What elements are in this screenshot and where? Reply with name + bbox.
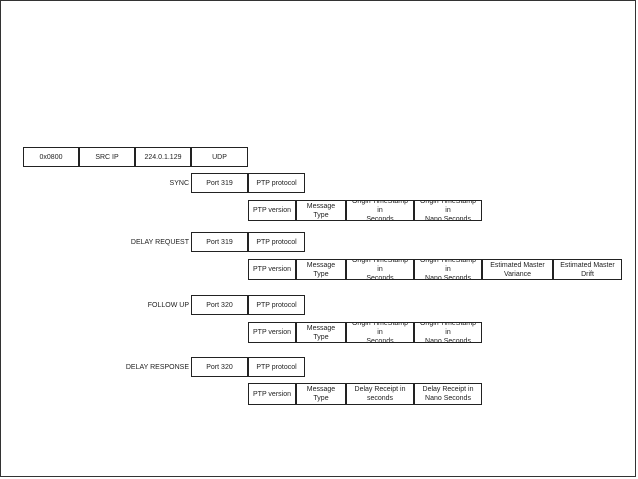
sync-message-type-cell: Message Type (296, 200, 346, 221)
delay-request-port-cell: Port 319 (191, 232, 248, 252)
dst-ip-cell: 224.0.1.129 (135, 147, 191, 167)
sync-port-cell: Port 319 (191, 173, 248, 193)
follow-up-ptp-version-cell: PTP version (248, 322, 296, 343)
delay-request-master-drift-cell: Estimated Master Drift (553, 259, 622, 280)
sync-label: SYNC (169, 180, 189, 187)
delay-response-message-type-cell: Message Type (296, 383, 346, 405)
follow-up-message-type-cell: Message Type (296, 322, 346, 343)
delay-response-receipt-seconds-cell: Delay Receipt in seconds (346, 383, 414, 405)
sync-origin-nanoseconds-cell: Origin TimeStamp in Nano Seconds (414, 200, 482, 221)
delay-request-protocol-cell: PTP protocol (248, 232, 305, 252)
sync-origin-seconds-cell: Origin TimeStamp in Seconds (346, 200, 414, 221)
sync-ptp-version-cell: PTP version (248, 200, 296, 221)
delay-request-label: DELAY REQUEST (130, 239, 189, 246)
follow-up-port-cell: Port 320 (191, 295, 248, 315)
delay-request-origin-nanoseconds-cell: Origin TimeStamp in Nano Seconds (414, 259, 482, 280)
follow-up-origin-seconds-cell: Origin TimeStamp in Seconds (346, 322, 414, 343)
delay-request-ptp-version-cell: PTP version (248, 259, 296, 280)
sync-protocol-cell: PTP protocol (248, 173, 305, 193)
follow-up-label: FOLLOW UP (147, 302, 189, 309)
udp-cell: UDP (191, 147, 248, 167)
src-ip-cell: SRC IP (79, 147, 135, 167)
follow-up-protocol-cell: PTP protocol (248, 295, 305, 315)
follow-up-origin-nanoseconds-cell: Origin TimeStamp in Nano Seconds (414, 322, 482, 343)
delay-request-message-type-cell: Message Type (296, 259, 346, 280)
delay-response-label: DELAY RESPONSE (125, 364, 189, 371)
delay-response-port-cell: Port 320 (191, 357, 248, 377)
delay-response-protocol-cell: PTP protocol (248, 357, 305, 377)
delay-response-receipt-nanoseconds-cell: Delay Receipt in Nano Seconds (414, 383, 482, 405)
delay-request-master-variance-cell: Estimated Master Variance (482, 259, 553, 280)
delay-request-origin-seconds-cell: Origin TimeStamp in Seconds (346, 259, 414, 280)
ethertype-cell: 0x0800 (23, 147, 79, 167)
delay-response-ptp-version-cell: PTP version (248, 383, 296, 405)
